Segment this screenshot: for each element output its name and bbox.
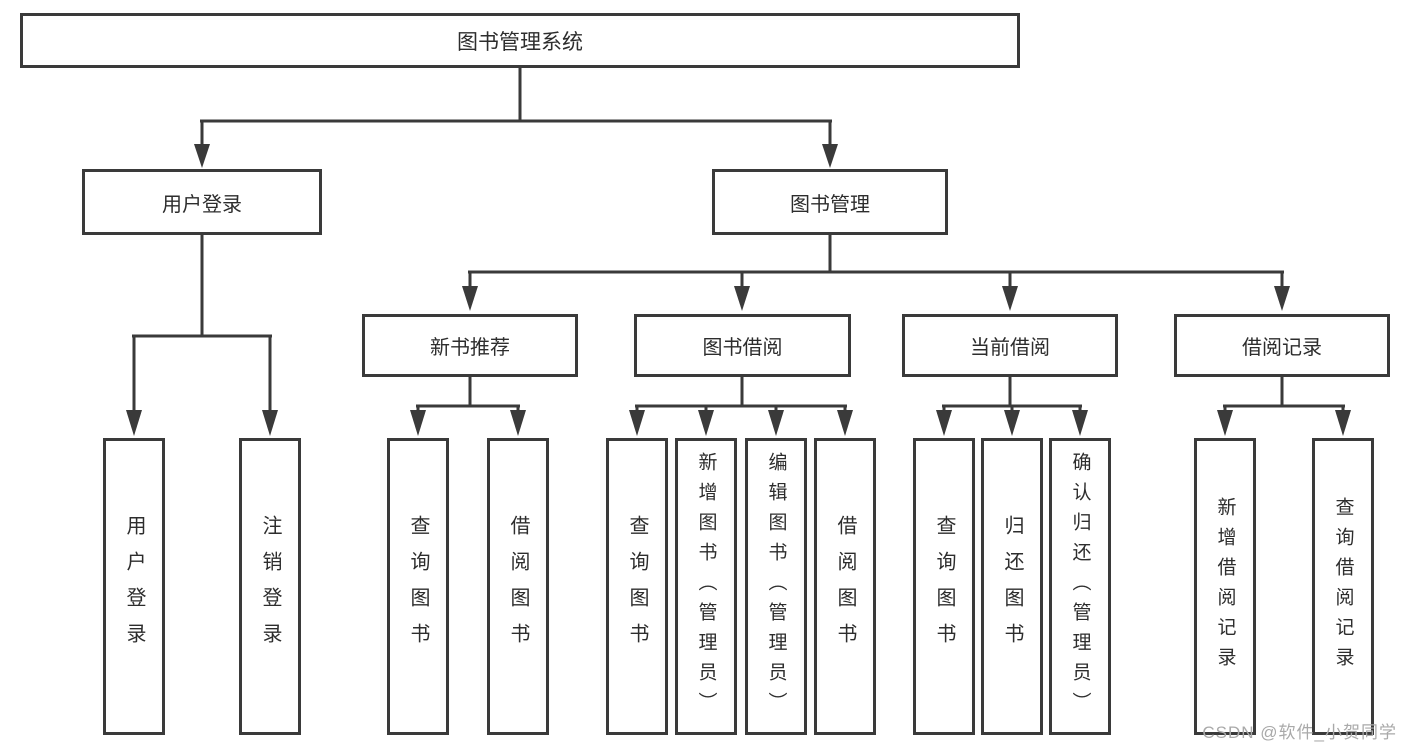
- leaf-bookborrow-query-books-label: 查询图书: [626, 514, 648, 659]
- node-new-book-recommend-label: 新书推荐: [430, 337, 510, 359]
- node-user-login: 用户登录: [82, 169, 322, 235]
- node-new-book-recommend: 新书推荐: [362, 314, 578, 377]
- node-root: 图书管理系统: [20, 13, 1020, 68]
- leaf-bookborrow-edit-books-admin: 编辑图书（管理员）: [745, 438, 807, 735]
- leaf-currentborrow-confirm-return-admin: 确认归还（管理员）: [1049, 438, 1111, 735]
- leaf-currentborrow-confirm-return-admin-label: 确认归还（管理员）: [1069, 451, 1091, 722]
- leaf-bookborrow-borrow-books: 借阅图书: [814, 438, 876, 735]
- leaf-bookborrow-add-books-admin: 新增图书（管理员）: [675, 438, 737, 735]
- leaf-user-login-label: 用户登录: [123, 514, 145, 659]
- leaf-records-add-borrow-record: 新增借阅记录: [1194, 438, 1256, 735]
- leaf-logout: 注销登录: [239, 438, 301, 735]
- leaf-bookborrow-query-books: 查询图书: [606, 438, 668, 735]
- leaf-records-add-borrow-record-label: 新增借阅记录: [1214, 496, 1236, 677]
- leaf-currentborrow-query-books-label: 查询图书: [933, 514, 955, 659]
- leaf-bookborrow-edit-books-admin-label: 编辑图书（管理员）: [765, 451, 787, 722]
- connector-bookborrow-to-leaves: [629, 376, 853, 436]
- leaf-records-query-borrow-record-label: 查询借阅记录: [1332, 496, 1354, 677]
- node-user-login-label: 用户登录: [162, 193, 242, 216]
- leaf-newbooks-borrow-books: 借阅图书: [487, 438, 549, 735]
- leaf-bookborrow-borrow-books-label: 借阅图书: [834, 514, 856, 659]
- node-borrow-records-label: 借阅记录: [1242, 337, 1322, 359]
- leaf-newbooks-query-books: 查询图书: [387, 438, 449, 735]
- node-current-borrow: 当前借阅: [902, 314, 1118, 377]
- node-root-label: 图书管理系统: [457, 30, 583, 54]
- leaf-bookborrow-add-books-admin-label: 新增图书（管理员）: [695, 451, 717, 722]
- connector-bookmgmt-to-level3: [462, 235, 1290, 311]
- connector-newbooks-to-leaves: [410, 376, 526, 436]
- leaf-currentborrow-return-books: 归还图书: [981, 438, 1043, 735]
- connector-currentborrow-to-leaves: [936, 376, 1088, 436]
- node-book-borrow-label: 图书借阅: [702, 337, 783, 359]
- leaf-logout-label: 注销登录: [259, 514, 281, 659]
- node-book-management: 图书管理: [712, 169, 948, 235]
- leaf-currentborrow-return-books-label: 归还图书: [1001, 514, 1023, 659]
- leaf-newbooks-query-books-label: 查询图书: [407, 514, 429, 659]
- leaf-user-login: 用户登录: [103, 438, 165, 735]
- csdn-watermark: CSDN @软件_小贺同学: [1202, 723, 1397, 742]
- leaf-newbooks-borrow-books-label: 借阅图书: [507, 514, 529, 659]
- connector-root-to-level2: [194, 68, 838, 168]
- leaf-records-query-borrow-record: 查询借阅记录: [1312, 438, 1374, 735]
- leaf-currentborrow-query-books: 查询图书: [913, 438, 975, 735]
- connector-borrowrecords-to-leaves: [1217, 376, 1351, 436]
- node-borrow-records: 借阅记录: [1174, 314, 1390, 377]
- node-book-management-label: 图书管理: [790, 193, 870, 216]
- node-book-borrow: 图书借阅: [634, 314, 851, 377]
- connector-userlogin-to-leaves: [126, 235, 278, 436]
- node-current-borrow-label: 当前借阅: [970, 337, 1050, 359]
